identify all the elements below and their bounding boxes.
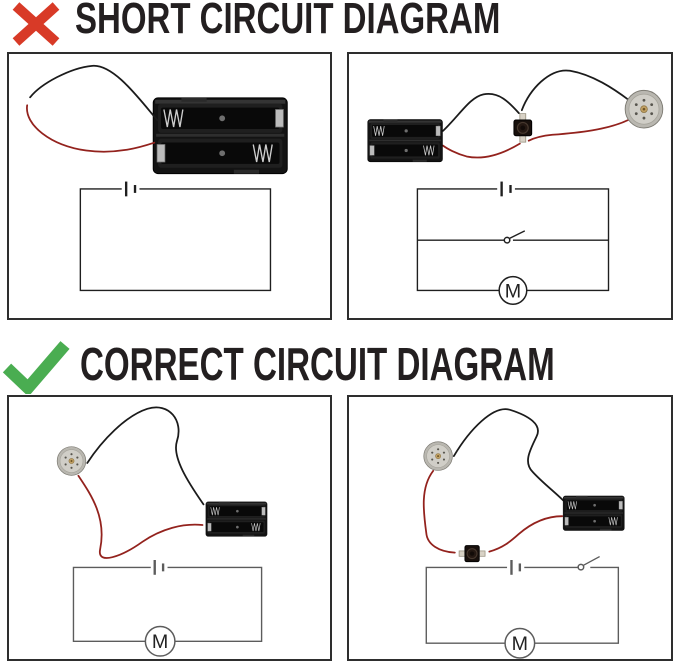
photo-dc-motor — [56, 446, 87, 476]
schematic-circuit — [79, 181, 272, 292]
schematic-battery-symbol — [500, 181, 512, 197]
short-circuit-title: SHORT CIRCUIT DIAGRAM — [75, 0, 501, 43]
panel-short-circuit-battery — [7, 52, 332, 320]
photo-red-wire — [77, 474, 204, 559]
schematic-switch-symbol — [503, 230, 526, 244]
correct-circuit-title: CORRECT CIRCUIT DIAGRAM — [80, 338, 555, 390]
photo-battery-holder — [562, 495, 625, 531]
photo-battery-holder — [205, 501, 268, 537]
photo-push-switch — [458, 544, 486, 563]
schematic-motor-symbol: M — [144, 625, 176, 657]
schematic-battery-symbol — [153, 560, 165, 575]
x-icon — [10, 2, 62, 51]
motor-label: M — [505, 280, 521, 302]
schematic-circuit: M — [425, 555, 620, 659]
photo-dc-motor — [624, 89, 664, 129]
panel-correct-circuit-motor: M — [7, 395, 332, 661]
check-icon — [2, 340, 70, 399]
photo-dc-motor — [423, 441, 453, 471]
schematic-circuit: M — [416, 181, 610, 305]
photo-red-wire — [422, 469, 564, 554]
photo-battery-holder — [367, 119, 443, 163]
schematic-switch-symbol — [577, 555, 600, 571]
photo-black-wire — [452, 408, 565, 502]
photo-black-wire — [29, 64, 159, 121]
panel-short-circuit-motor-switch: M — [347, 52, 673, 320]
schematic-battery-symbol — [510, 560, 522, 575]
correct-circuit-header: CORRECT CIRCUIT DIAGRAM — [0, 0, 679, 397]
schematic-circuit: M — [72, 560, 263, 657]
photo-battery-holder — [152, 97, 288, 175]
photo-black-wire — [86, 406, 205, 506]
panel-correct-circuit-motor-switch: M — [347, 395, 673, 661]
motor-label: M — [152, 631, 168, 653]
schematic-motor-symbol: M — [498, 275, 528, 305]
photo-red-wire — [26, 104, 156, 153]
schematic-battery-symbol — [124, 181, 137, 197]
photo-red-wire — [442, 119, 630, 159]
motor-label: M — [512, 633, 528, 655]
photo-black-wire — [442, 69, 631, 132]
schematic-motor-symbol: M — [504, 627, 536, 659]
photo-push-switch — [513, 113, 533, 143]
short-circuit-header: SHORT CIRCUIT DIAGRAM — [0, 0, 679, 56]
